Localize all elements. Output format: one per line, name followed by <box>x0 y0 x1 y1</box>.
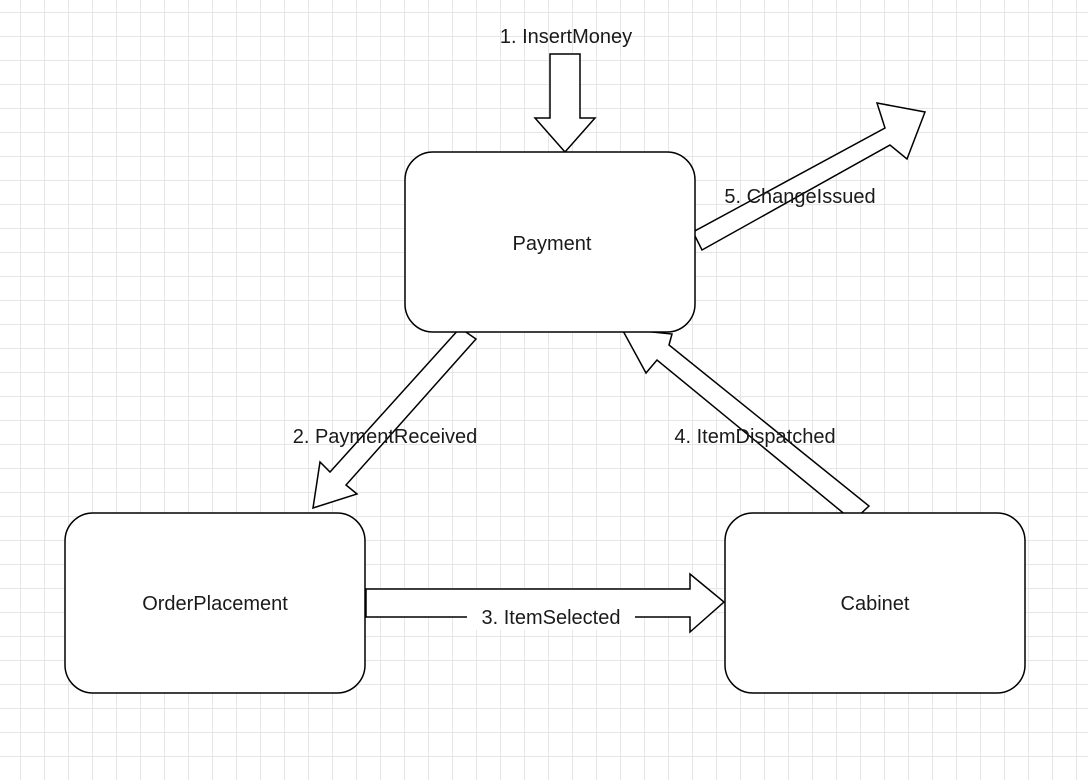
order-placement-label: OrderPlacement <box>142 593 288 615</box>
cabinet-label: Cabinet <box>841 593 910 615</box>
item-selected-arrow[interactable] <box>365 572 726 634</box>
node-cabinet[interactable]: Cabinet <box>724 512 1026 694</box>
edge-insert-money[interactable] <box>533 53 597 154</box>
item-selected-label-bg <box>467 606 635 630</box>
payment-label: Payment <box>513 233 592 255</box>
item-dispatched-arrow[interactable] <box>620 328 871 522</box>
insert-money-arrow[interactable] <box>533 53 597 154</box>
edge-item-selected[interactable] <box>365 572 726 634</box>
insert-money-label: 1. InsertMoney <box>500 26 632 48</box>
order-placement-box[interactable] <box>64 512 366 694</box>
node-payment[interactable]: Payment <box>404 151 696 333</box>
node-order-placement[interactable]: OrderPlacement <box>64 512 366 694</box>
edge-change-issued[interactable] <box>692 102 927 252</box>
change-issued-label: 5. ChangeIssued <box>724 186 875 208</box>
item-selected-label: 3. ItemSelected <box>482 607 621 629</box>
payment-box[interactable] <box>404 151 696 333</box>
item-dispatched-label: 4. ItemDispatched <box>674 426 835 448</box>
payment-received-label: 2. PaymentReceived <box>293 426 478 448</box>
payment-received-arrow[interactable] <box>312 327 478 510</box>
edge-item-dispatched[interactable] <box>620 328 871 522</box>
change-issued-arrow[interactable] <box>692 102 927 252</box>
cabinet-box[interactable] <box>724 512 1026 694</box>
edge-payment-received[interactable] <box>312 327 478 510</box>
